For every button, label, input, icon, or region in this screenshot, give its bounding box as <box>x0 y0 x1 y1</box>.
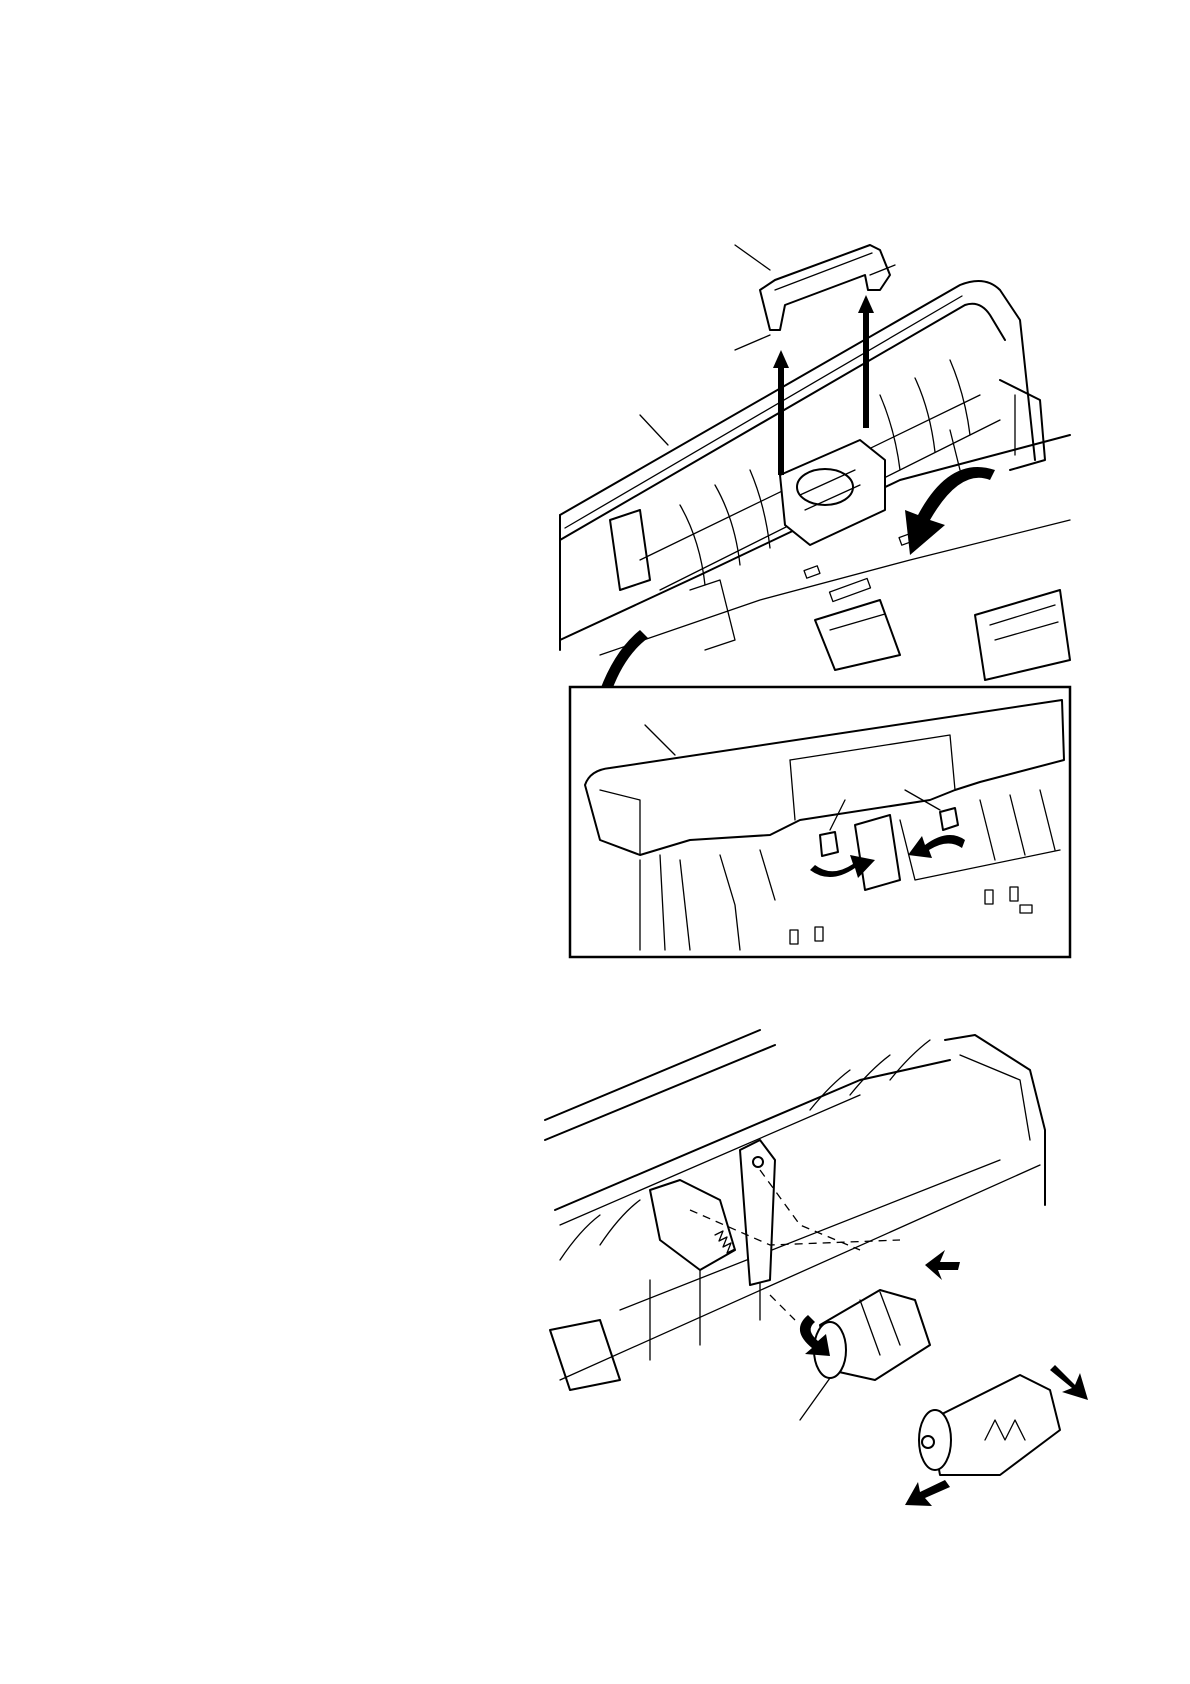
figure-bottom-roller-removal <box>545 1030 1088 1506</box>
figure-detail-inset <box>570 687 1070 957</box>
figure-top-pickup-cover-removal <box>560 245 1070 690</box>
